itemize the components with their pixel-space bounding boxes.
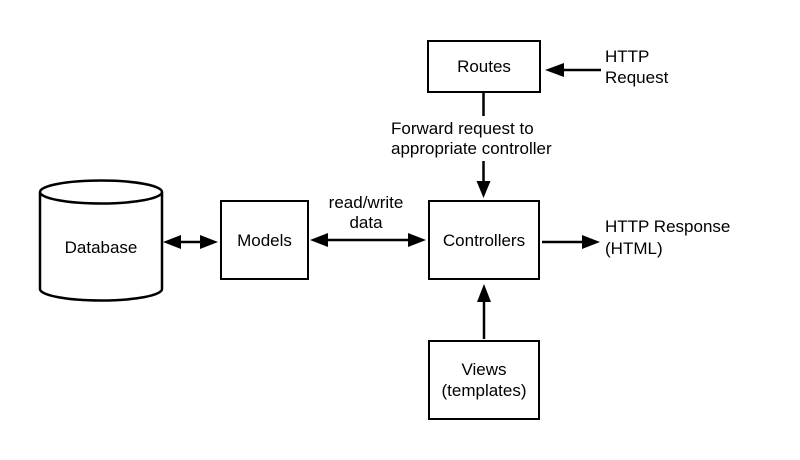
node-database: Database: [40, 206, 162, 290]
http-response-label: HTTP Response (HTML): [605, 216, 730, 260]
node-controllers: Controllers: [428, 200, 540, 280]
arrow-routes-to-controllers: [476, 93, 491, 198]
http-request-label: HTTP Request: [605, 46, 668, 88]
http-request-label-line1: HTTP: [605, 47, 650, 66]
node-views: Views (templates): [428, 340, 540, 420]
forward-request-label-line1: Forward request to: [391, 119, 534, 138]
http-response-label-line2: (HTML): [605, 239, 663, 258]
http-response-label-line1: HTTP Response: [605, 217, 731, 236]
arrow-models-controllers: [310, 233, 426, 247]
node-database-label: Database: [64, 238, 138, 257]
http-request-label-line2: Request: [605, 68, 669, 87]
arrow-http-request-to-routes: [545, 63, 601, 77]
node-routes-label: Routes: [457, 57, 511, 76]
arrow-controllers-to-http-response: [542, 235, 600, 249]
node-models-label: Models: [237, 230, 292, 250]
arrow-views-to-controllers: [477, 284, 491, 339]
arrow-database-models: [163, 235, 218, 249]
node-views-label-line2: (templates): [441, 381, 527, 400]
read-write-data-label-line2: data: [349, 213, 383, 232]
read-write-data-label-line1: read/write: [328, 193, 404, 212]
node-controllers-label: Controllers: [442, 230, 526, 250]
node-models: Models: [220, 200, 309, 280]
forward-request-label: Forward request to appropriate controlle…: [391, 119, 552, 159]
forward-request-label-line2: appropriate controller: [391, 139, 552, 158]
node-views-label-line1: Views: [461, 360, 507, 379]
read-write-data-label: read/write data: [326, 193, 406, 233]
database-cylinder-shape: [38, 179, 164, 302]
node-routes: Routes: [427, 40, 541, 93]
